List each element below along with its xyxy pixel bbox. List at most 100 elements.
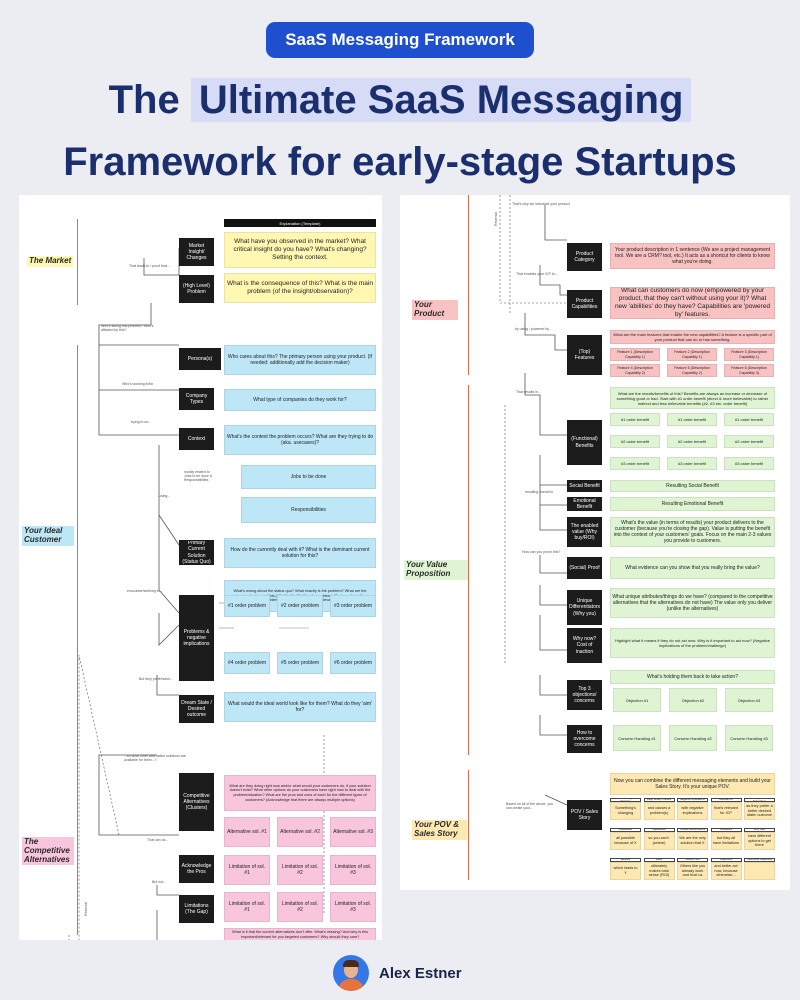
feature-box: Feature 4 (Description Capability 2)	[610, 364, 660, 377]
story-header-cell: Value	[643, 858, 675, 862]
framework-badge: SaaS Messaging Framework	[266, 22, 534, 58]
story-header-cell: Benefits	[610, 858, 641, 862]
note-prove: How can you prove this?	[522, 550, 561, 554]
note-reversal: Reversal	[83, 902, 88, 916]
benefit-box: #1 order benefit	[667, 413, 717, 426]
node-why-now: Why now? Cost of inaction	[567, 628, 602, 663]
node-enabled-value: The enabled value (Why buy/ROI)	[567, 517, 602, 547]
story-header-cell: Overcome Objections	[744, 858, 775, 862]
node-personas: Persona(s)	[179, 348, 221, 370]
node-market-insight: Market Insight/ Changes	[179, 238, 214, 266]
explanation-header: Explanation (Template)	[224, 219, 376, 227]
section-ideal-customer: Your Ideal Customer	[22, 526, 74, 546]
section-your-product: Your Product	[412, 300, 458, 320]
note-resulting: resulting overall in	[525, 490, 554, 494]
note-what-other: ...so what other alternative solutions a…	[124, 754, 186, 762]
story-cell: with negative implications	[677, 802, 708, 820]
customer-bracket	[77, 345, 78, 845]
node-product-category: Product Category	[567, 243, 602, 271]
note-reversal-right: Reversal	[493, 212, 498, 226]
node-functional-benefits: (Functional) Benefits	[567, 420, 602, 465]
story-header-cell: Capabilities	[610, 828, 641, 832]
benefit-box: #1 order benefit	[724, 413, 774, 426]
text-holding-back: What's holding them back to take action?	[610, 670, 775, 684]
story-header-cell: Objections	[710, 858, 742, 862]
title-highlight: Ultimate SaaS Messaging	[190, 78, 692, 122]
node-acknowledge-pros: Acknowledge the Pros	[179, 855, 214, 883]
alternative-box: Alternative sol. #2	[277, 817, 323, 847]
left-framework-sheet: Explanation (Template) The Market Your I…	[19, 195, 382, 940]
competitive-bracket	[77, 775, 78, 935]
limitation-box: Limitation of sol. #3	[330, 892, 376, 922]
section-competitive-alternatives: The Competitive Alternatives	[22, 837, 74, 866]
story-cell: so you can't. (where)	[643, 832, 675, 850]
node-problems: Problems & negative implications	[179, 595, 214, 681]
story-header-cell: Unique Differentiators	[677, 828, 708, 832]
text-social-proof: What evidence can you show that you real…	[610, 557, 775, 579]
note-but-not: But not...	[152, 880, 167, 884]
objection-box: Objection #2	[669, 688, 717, 712]
section-value-proposition: Your Value Proposition	[404, 560, 468, 580]
note-enables: That enables your ICP to...	[516, 272, 558, 276]
title-plain: The	[108, 78, 191, 122]
note-intro-product: That's why we introduce your product	[512, 202, 570, 206]
story-cell: Something's changing	[610, 802, 641, 820]
box-responsibilities: Responsibilities	[241, 497, 376, 523]
feature-box: Feature 5 (Description Capability 2)	[667, 364, 717, 377]
product-bracket	[468, 195, 469, 375]
story-cell: and better act now, because otherwise...	[710, 862, 742, 880]
note-using: using...	[159, 494, 171, 498]
note-trying: trying to do...	[131, 420, 152, 424]
text-product-capabilities: What can customers do now (empowered by …	[610, 287, 775, 319]
concern-handling-box: Concern Handling #2	[669, 725, 717, 751]
benefit-box: #2 order benefit	[610, 435, 660, 448]
section-pov-sales-story: Your POV & Sales Story	[412, 820, 467, 840]
concern-handling-box: Concern Handling #3	[725, 725, 773, 751]
objection-box: Objection #3	[725, 688, 773, 712]
order-problem-box: #4 order problem	[224, 652, 270, 674]
node-company-types: Company Types	[179, 388, 214, 410]
alternative-box: Alternative sol. #3	[330, 817, 376, 847]
note-mostly: mostly related to Jobs to be done & Resp…	[184, 470, 213, 482]
pro-box: Limitation of sol. #2	[277, 855, 323, 885]
alternative-box: Alternative sol. #1	[224, 817, 270, 847]
note-based: Based on all of the above, you can creat…	[506, 802, 554, 810]
node-high-level-problem: (High Level) Problem	[179, 275, 214, 303]
right-connector-lines	[499, 195, 580, 806]
note-can-do: That can do...	[147, 838, 169, 842]
note-prefer: But they prefer/wish...	[139, 677, 173, 681]
limitation-box: Limitation of sol. #2	[277, 892, 323, 922]
pro-box: Limitation of sol. #3	[330, 855, 376, 885]
order-problem-box: #2 order problem	[277, 595, 323, 617]
story-header-cell: Why Now	[744, 828, 775, 832]
box-jobs-to-be-done: Jobs to be done	[241, 465, 376, 489]
avatar	[333, 955, 369, 991]
node-limitations-gap: Limitations (The Gap)	[179, 895, 214, 923]
text-personas: Who cares about this? The primary person…	[224, 345, 376, 375]
text-market-insight: What have you observed in the market? Wh…	[224, 232, 376, 268]
node-context: Context	[179, 428, 214, 450]
node-top-objections: Top 3 objections/ concerns	[567, 680, 602, 710]
node-pov-sales-story: POV / Sales Story	[567, 800, 602, 830]
story-cell: have different options to get there	[744, 832, 775, 850]
text-company-types: What type of companies do they work for?	[224, 389, 376, 411]
benefit-box: #2 order benefit	[667, 435, 717, 448]
text-why-now: Highlight what it means if they do not a…	[610, 628, 775, 658]
story-cell: which leads to Y	[610, 862, 641, 880]
text-competitive-alternatives: What are they doing right now and/or wha…	[224, 775, 376, 811]
benefit-box: #2 order benefit	[724, 435, 774, 448]
feature-box: Feature 2 (Description Capability 1)	[667, 348, 717, 361]
text-enabled-value: What's the value (in terms of results) y…	[610, 517, 775, 547]
order-problem-box: #1 order problem	[224, 595, 270, 617]
feature-box: Feature 1 (Description Capability 1)	[610, 348, 660, 361]
feature-box: Feature 3 (Description Capability 1)	[724, 348, 774, 361]
text-product-category: Your product description in 1 sentence (…	[610, 243, 775, 269]
node-unique-differentiators: Unique Differentiators (Why you)	[567, 590, 602, 625]
pro-box: Limitation of sol. #1	[224, 855, 270, 885]
story-cell: as they prefer a better desired state/ o…	[744, 802, 775, 820]
text-social-benefit: Resulting Social Benefit	[610, 480, 775, 492]
pov-bracket	[468, 770, 469, 880]
story-cell: but they all have limitations	[710, 832, 742, 850]
story-header-cell: Limitations	[710, 828, 742, 832]
story-header-cell: Relevant to	[710, 798, 742, 802]
